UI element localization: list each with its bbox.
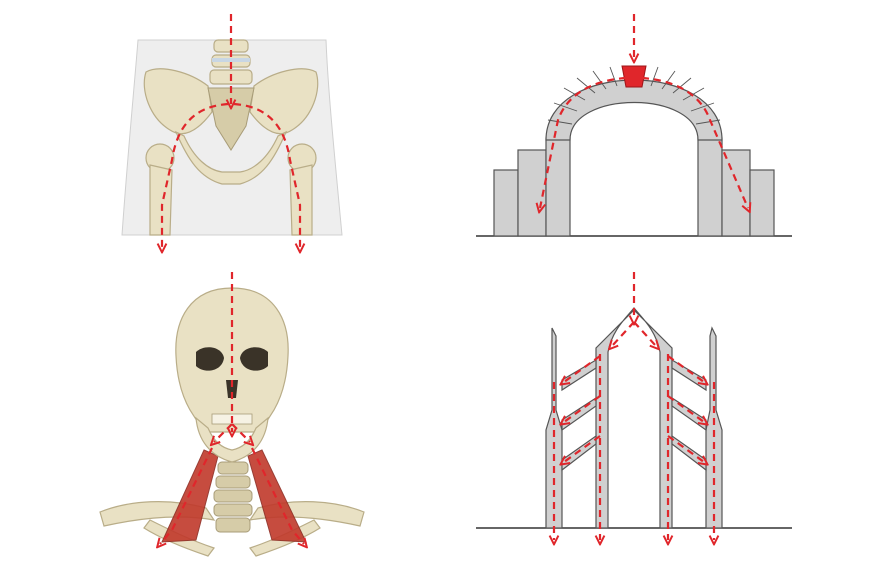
force-arrow-icon xyxy=(667,355,704,382)
nave-structure xyxy=(595,307,673,529)
force-arrow-icon xyxy=(162,102,229,248)
pubic-ring xyxy=(174,130,288,185)
left-iliac-wing xyxy=(143,68,213,135)
skull-neck-panel xyxy=(99,272,365,557)
force-arrow-icon xyxy=(564,435,601,462)
force-arrow-icon xyxy=(667,395,704,422)
left-pier xyxy=(545,137,571,237)
cervical-spine xyxy=(213,461,253,533)
right-outer-block xyxy=(749,169,775,237)
right-pinnacle xyxy=(705,326,723,529)
left-flying-buttress-middle xyxy=(561,396,597,432)
left-femur xyxy=(145,143,175,236)
left-eye-socket xyxy=(196,347,224,371)
right-mid-block xyxy=(721,149,751,237)
left-pinnacle xyxy=(545,327,563,529)
force-arrow-icon xyxy=(612,321,635,346)
left-flying-buttress-upper xyxy=(561,358,597,392)
force-arrow-icon xyxy=(667,435,704,462)
pelvis-panel xyxy=(121,14,343,248)
stone-arch-panel xyxy=(476,14,792,237)
right-flying-buttress-middle xyxy=(671,396,707,432)
left-neck-muscle xyxy=(161,449,219,543)
force-arrow-icon xyxy=(233,102,300,248)
force-arrow-icon xyxy=(564,395,601,422)
force-arrow-icon xyxy=(251,447,304,544)
left-mid-block xyxy=(517,149,547,237)
right-iliac-wing xyxy=(249,68,319,135)
sacrum xyxy=(207,87,255,151)
voussoir-joints xyxy=(547,66,721,125)
force-arrow-icon xyxy=(633,321,656,346)
force-arrow-icon xyxy=(214,423,233,442)
left-flying-buttress-lower xyxy=(561,434,597,472)
right-flying-buttress-lower xyxy=(671,434,707,472)
mandible xyxy=(195,416,269,463)
arch-voussoirs xyxy=(545,79,723,141)
keystone xyxy=(621,65,647,88)
force-arrow-icon xyxy=(564,355,601,382)
right-eye-socket xyxy=(240,347,268,371)
gothic-panel xyxy=(476,272,792,540)
force-arrow-icon xyxy=(160,447,213,544)
nasal-cavity xyxy=(226,380,238,398)
right-neck-muscle xyxy=(247,449,307,543)
right-pier xyxy=(697,137,723,237)
right-flying-buttress-upper xyxy=(671,358,707,392)
force-arrow-icon xyxy=(231,423,250,442)
left-outer-block xyxy=(493,169,519,237)
right-femur xyxy=(287,143,317,236)
